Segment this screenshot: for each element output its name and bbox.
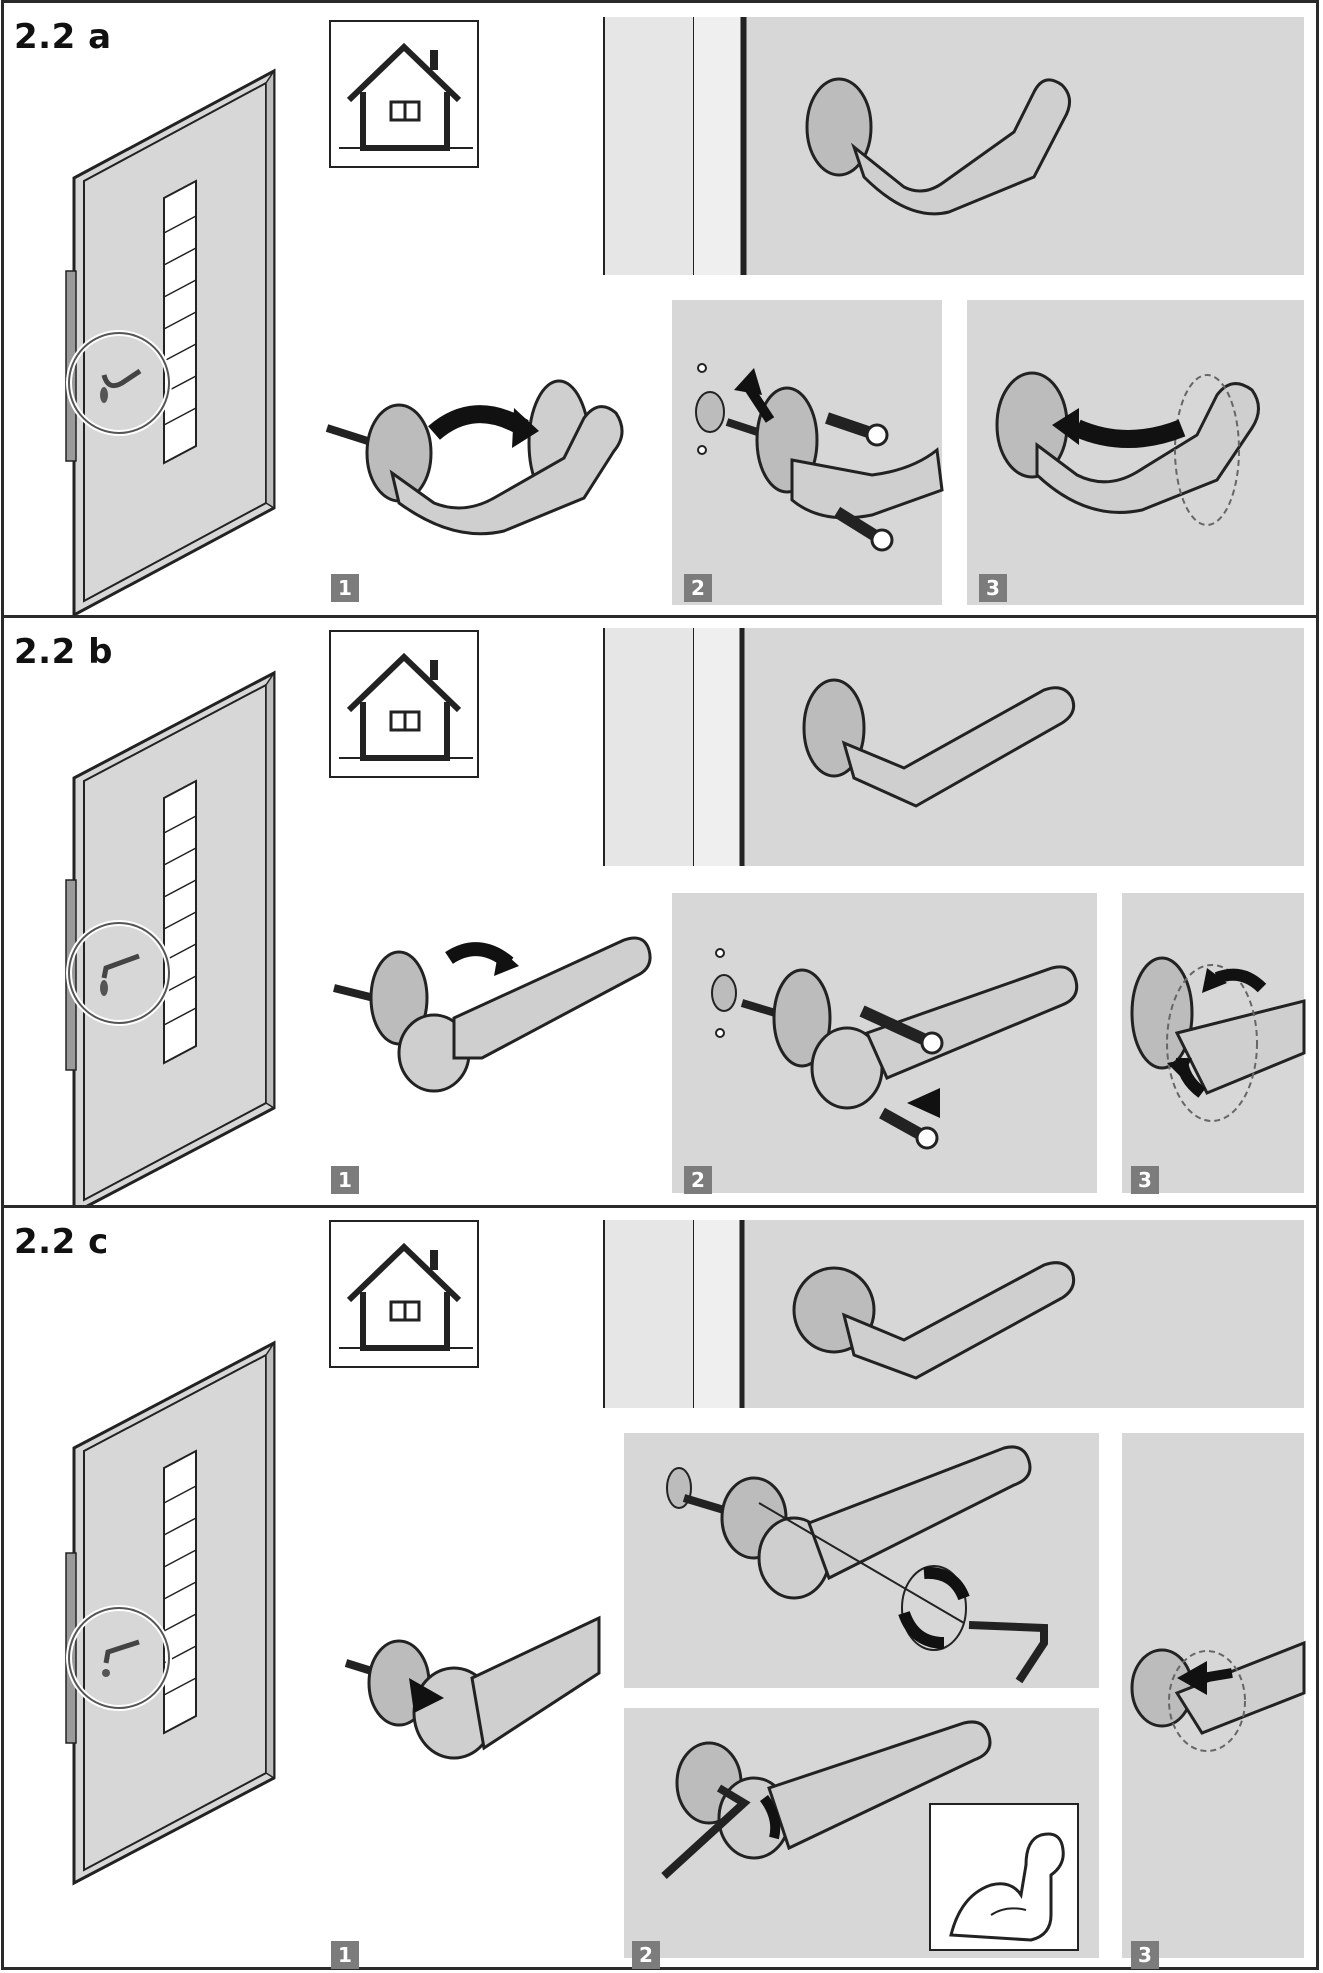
handle-overview-drawing (603, 1220, 1076, 1408)
flexed-arm-icon (949, 1832, 1065, 1942)
step3-drawing (1130, 956, 1306, 1122)
step2-bottom-drawing (661, 1720, 992, 1879)
house-icon (339, 42, 473, 151)
step-badge-2: 2 (632, 1941, 660, 1969)
door-illustration (65, 68, 276, 618)
section-2-2b: 2.2 b (1, 615, 1319, 1216)
step1-drawing (344, 1615, 601, 1760)
handle-overview-panel (603, 1220, 1304, 1408)
step3-panel (1122, 893, 1306, 1193)
handle-overview-panel (603, 17, 1304, 275)
section-2-2a: 2.2 a (1, 0, 1319, 618)
step3-panel (1122, 1433, 1306, 1958)
step3-panel (967, 300, 1304, 605)
step2-drawing (695, 363, 944, 552)
step-badge-3: 3 (1131, 1166, 1159, 1194)
indoor-house-box (329, 1220, 479, 1368)
handle-overview-drawing (603, 17, 1071, 275)
step3-drawing (1130, 1640, 1306, 1752)
step-badge-1: 1 (331, 1166, 359, 1194)
step-badge-1: 1 (331, 574, 359, 602)
door-illustration (65, 670, 276, 1216)
step2-panel (672, 893, 1097, 1193)
indoor-house-box (329, 20, 479, 168)
step2-top-panel (624, 1433, 1099, 1688)
house-icon (339, 1242, 473, 1351)
step2-bottom-panel (624, 1708, 1099, 1958)
step3-drawing (995, 371, 1260, 526)
section-title: 2.2 c (14, 1222, 109, 1262)
step-badge-3: 3 (979, 574, 1007, 602)
indoor-house-box (329, 630, 479, 778)
section-title: 2.2 a (14, 17, 112, 57)
handle-overview-drawing (603, 628, 1076, 866)
handle-overview-panel (603, 628, 1304, 866)
door-illustration (65, 1340, 276, 1886)
step2-panel (672, 300, 944, 605)
section-title: 2.2 b (14, 632, 113, 672)
step-badge-1: 1 (331, 1941, 359, 1969)
step-badge-2: 2 (684, 1166, 712, 1194)
step2-drawing (711, 948, 1079, 1150)
step-badge-3: 3 (1131, 1941, 1159, 1969)
strength-box (929, 1803, 1079, 1951)
step2-top-drawing (666, 1445, 1048, 1684)
section-2-2c: 2.2 c (1, 1205, 1319, 1970)
step1-drawing (325, 379, 624, 536)
step-badge-2: 2 (684, 574, 712, 602)
step1-drawing (333, 936, 652, 1093)
house-icon (339, 652, 473, 761)
